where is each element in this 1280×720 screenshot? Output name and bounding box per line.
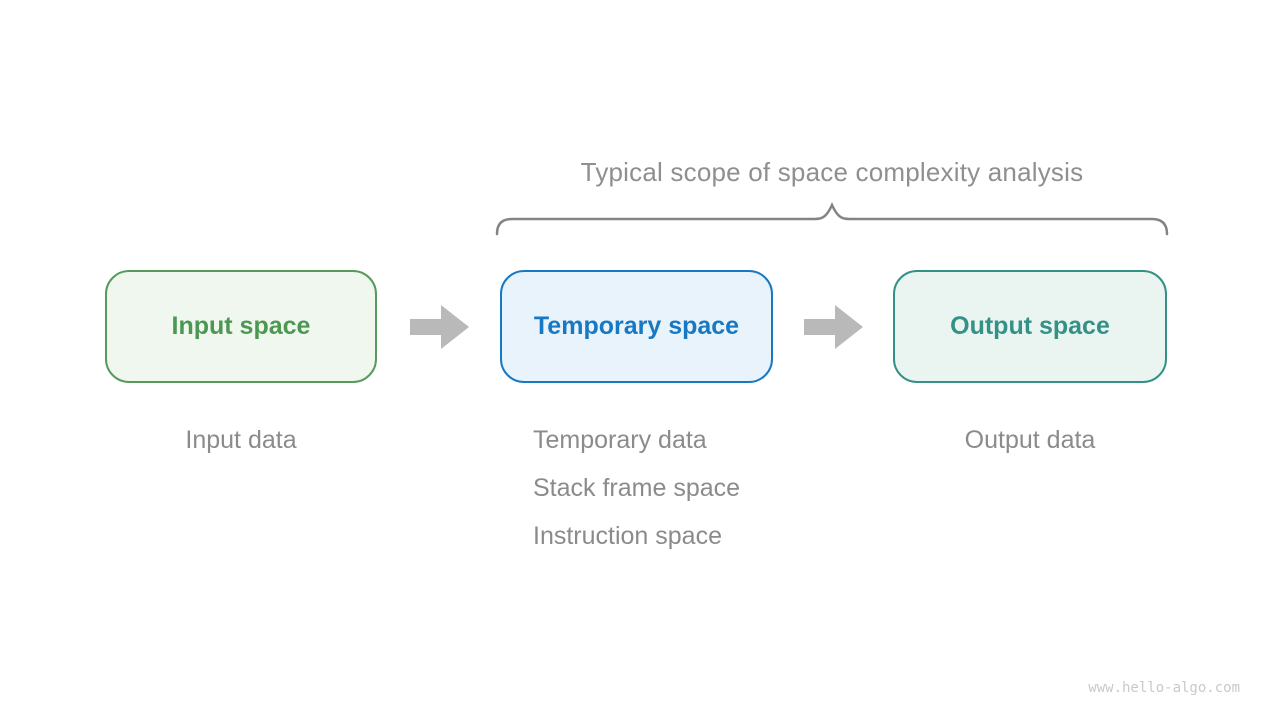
note-stack-frame-space: Stack frame space bbox=[533, 474, 741, 502]
arrow-right-icon bbox=[804, 305, 863, 349]
note-list-temporary: Temporary data Stack frame space Instruc… bbox=[533, 416, 740, 560]
note-input-data: Input data bbox=[185, 426, 297, 454]
arrow-right-icon bbox=[410, 305, 469, 349]
note-temporary-data: Temporary data bbox=[533, 426, 707, 454]
node-temporary-space: Temporary space bbox=[500, 270, 773, 383]
node-output-space: Output space bbox=[893, 270, 1167, 383]
watermark: www.hello-algo.com bbox=[1088, 680, 1240, 696]
node-input-space-label: Input space bbox=[171, 312, 311, 340]
node-temporary-space-label: Temporary space bbox=[533, 312, 740, 340]
note-output-data: Output data bbox=[964, 426, 1096, 454]
node-output-space-label: Output space bbox=[950, 312, 1110, 340]
node-input-space: Input space bbox=[105, 270, 377, 383]
brace-title: Typical scope of space complexity analys… bbox=[580, 157, 1084, 187]
note-instruction-space: Instruction space bbox=[533, 522, 722, 550]
brace-icon bbox=[495, 201, 1169, 236]
